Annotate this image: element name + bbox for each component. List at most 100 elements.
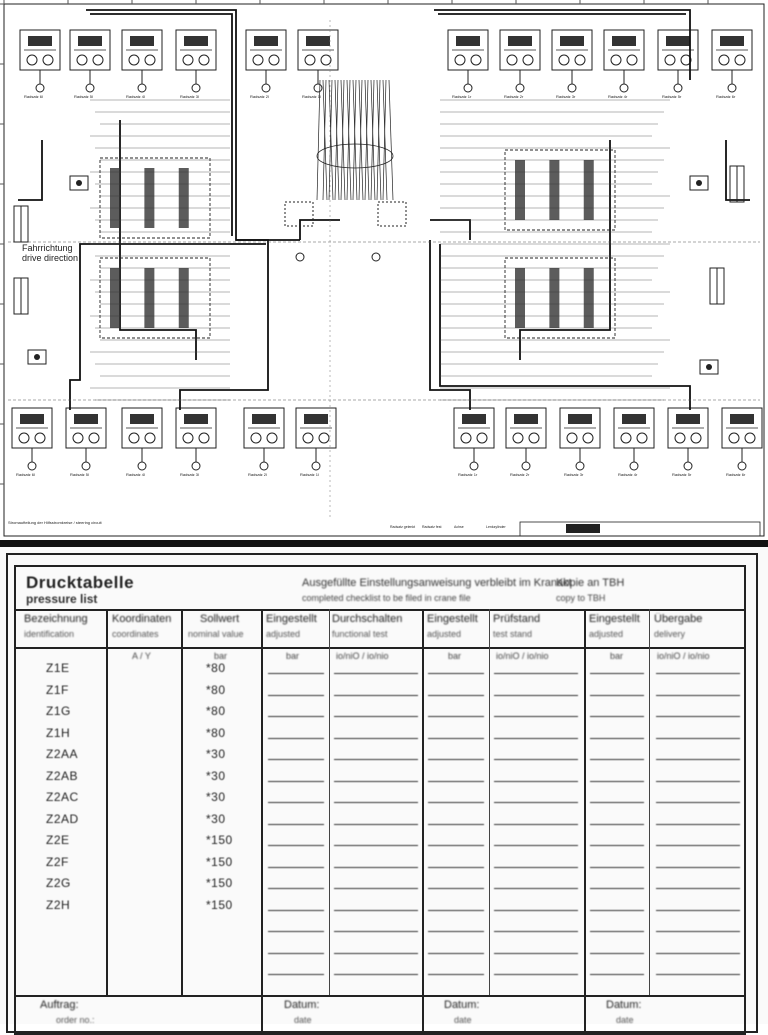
entry-line[interactable]: [268, 823, 324, 825]
entry-line[interactable]: [494, 759, 578, 760]
entry-line[interactable]: [428, 716, 484, 717]
entry-line[interactable]: [428, 952, 484, 954]
entry-line[interactable]: [494, 909, 578, 911]
entry-line[interactable]: [334, 694, 418, 696]
sensor-box: [69, 175, 89, 191]
entry-line[interactable]: [428, 888, 484, 889]
table-subtitle: pressure list: [26, 592, 98, 606]
entry-line[interactable]: [656, 909, 740, 911]
entry-line[interactable]: [494, 694, 578, 696]
entry-line[interactable]: [656, 802, 740, 803]
valve-stack: [110, 268, 120, 328]
entry-line[interactable]: [494, 866, 578, 868]
entry-line[interactable]: [334, 780, 418, 782]
entry-line[interactable]: [334, 716, 418, 717]
entry-line[interactable]: [656, 737, 740, 739]
entry-line[interactable]: [656, 845, 740, 846]
entry-line[interactable]: [334, 974, 418, 975]
entry-line[interactable]: [268, 802, 324, 803]
entry-line[interactable]: [268, 716, 324, 717]
entry-line[interactable]: [590, 845, 644, 846]
entry-line[interactable]: [428, 759, 484, 760]
col-header-adjusted-3: Eingestellt: [589, 613, 640, 625]
entry-line[interactable]: [656, 759, 740, 760]
entry-line[interactable]: [268, 673, 324, 674]
entry-line[interactable]: [428, 737, 484, 739]
entry-line[interactable]: [334, 866, 418, 868]
entry-line[interactable]: [334, 931, 418, 932]
entry-line[interactable]: [494, 931, 578, 932]
entry-line[interactable]: [428, 694, 484, 696]
valve-spool: [514, 414, 538, 424]
entry-line[interactable]: [494, 888, 578, 889]
entry-line[interactable]: [590, 694, 644, 696]
entry-line[interactable]: [428, 845, 484, 846]
entry-line[interactable]: [656, 931, 740, 932]
valve-spool: [78, 36, 102, 46]
entry-line[interactable]: [268, 694, 324, 696]
entry-line[interactable]: [590, 974, 644, 975]
entry-line[interactable]: [334, 802, 418, 803]
entry-line[interactable]: [268, 909, 324, 911]
entry-line[interactable]: [590, 737, 644, 739]
entry-line[interactable]: [494, 952, 578, 954]
entry-line[interactable]: [590, 759, 644, 760]
entry-line[interactable]: [656, 823, 740, 825]
entry-line[interactable]: [656, 974, 740, 975]
valve-spool: [676, 414, 700, 424]
entry-line[interactable]: [494, 673, 578, 674]
entry-line[interactable]: [590, 780, 644, 782]
entry-line[interactable]: [656, 888, 740, 889]
entry-line[interactable]: [494, 780, 578, 782]
entry-line[interactable]: [590, 823, 644, 825]
entry-line[interactable]: [268, 737, 324, 739]
entry-line[interactable]: [656, 694, 740, 696]
entry-line[interactable]: [656, 952, 740, 954]
entry-line[interactable]: [656, 673, 740, 674]
entry-line[interactable]: [590, 931, 644, 932]
entry-line[interactable]: [428, 866, 484, 868]
entry-line[interactable]: [268, 866, 324, 868]
entry-line[interactable]: [428, 780, 484, 782]
entry-line[interactable]: [268, 759, 324, 760]
entry-line[interactable]: [590, 888, 644, 889]
entry-line[interactable]: [428, 823, 484, 825]
entry-line[interactable]: [268, 845, 324, 846]
col-header-identification-en: identification: [24, 629, 75, 639]
entry-line[interactable]: [268, 974, 324, 975]
entry-line[interactable]: [268, 931, 324, 932]
entry-line[interactable]: [334, 888, 418, 889]
entry-line[interactable]: [428, 802, 484, 803]
entry-line[interactable]: [428, 673, 484, 674]
wheel-label: Radsatz 1r: [458, 472, 478, 477]
entry-line[interactable]: [494, 823, 578, 825]
entry-line[interactable]: [590, 802, 644, 803]
col-header-adjusted-2: Eingestellt: [427, 613, 478, 625]
entry-line[interactable]: [656, 716, 740, 717]
entry-line[interactable]: [334, 823, 418, 825]
entry-line[interactable]: [334, 952, 418, 954]
entry-line[interactable]: [494, 737, 578, 739]
entry-line[interactable]: [334, 737, 418, 739]
entry-line[interactable]: [590, 909, 644, 911]
entry-line[interactable]: [590, 866, 644, 868]
entry-line[interactable]: [268, 888, 324, 889]
entry-line[interactable]: [428, 931, 484, 932]
entry-line[interactable]: [590, 673, 644, 674]
entry-line[interactable]: [428, 909, 484, 911]
entry-line[interactable]: [494, 845, 578, 846]
entry-line[interactable]: [428, 974, 484, 975]
entry-line[interactable]: [656, 780, 740, 782]
entry-line[interactable]: [334, 673, 418, 674]
entry-line[interactable]: [494, 802, 578, 803]
entry-line[interactable]: [334, 909, 418, 911]
entry-line[interactable]: [334, 759, 418, 760]
entry-line[interactable]: [334, 845, 418, 846]
entry-line[interactable]: [590, 716, 644, 717]
entry-line[interactable]: [268, 780, 324, 782]
entry-line[interactable]: [494, 716, 578, 717]
entry-line[interactable]: [268, 952, 324, 954]
entry-line[interactable]: [494, 974, 578, 975]
entry-line[interactable]: [590, 952, 644, 954]
entry-line[interactable]: [656, 866, 740, 868]
